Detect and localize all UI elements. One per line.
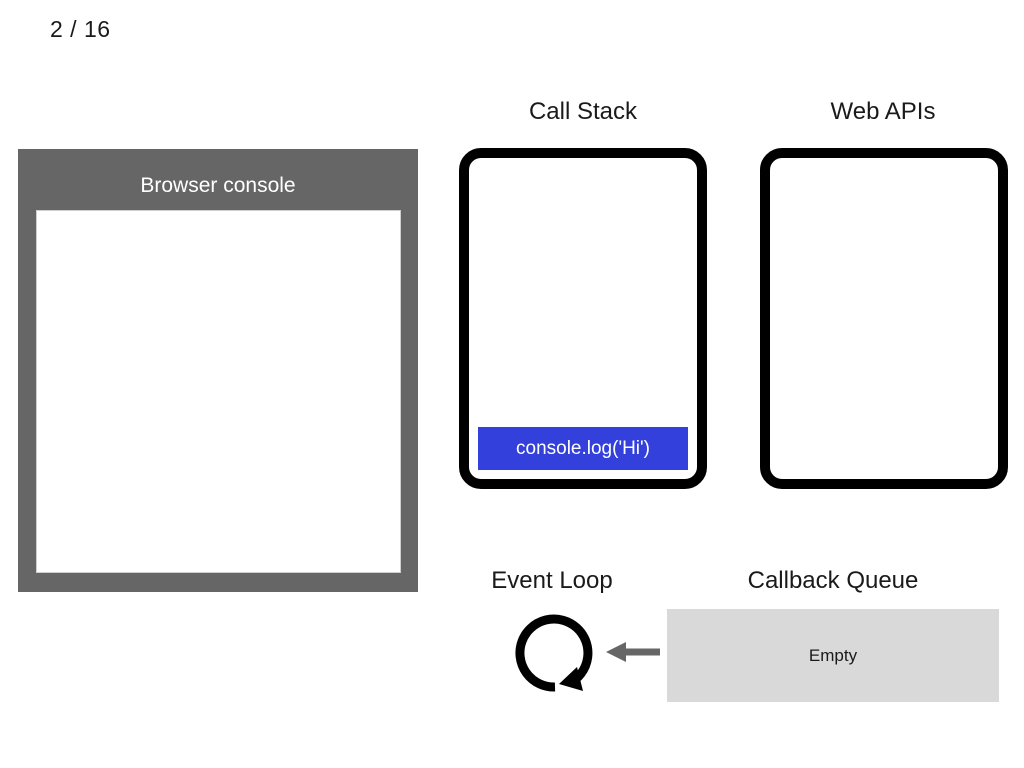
event-loop-heading: Event Loop xyxy=(491,567,613,594)
call-stack-heading: Call Stack xyxy=(528,98,638,125)
browser-console-screen xyxy=(36,210,401,573)
stack-frame: console.log('Hi') xyxy=(478,427,688,470)
slide-counter: 2 / 16 xyxy=(50,16,111,42)
callback-queue-empty-label: Empty xyxy=(808,645,858,665)
callback-queue-box: Empty xyxy=(667,609,999,702)
callback-queue-heading: Callback Queue xyxy=(747,567,919,594)
browser-console-panel: Browser console xyxy=(18,149,418,592)
left-arrow-icon xyxy=(604,634,660,670)
call-stack-items: console.log('Hi') xyxy=(478,427,688,470)
web-apis-heading: Web APIs xyxy=(830,98,936,125)
call-stack-box: console.log('Hi') xyxy=(459,148,707,489)
browser-console-title: Browser console xyxy=(140,174,296,197)
console-log-list xyxy=(37,211,400,227)
web-apis-box xyxy=(760,148,1008,489)
circular-arrow-icon xyxy=(513,611,597,695)
